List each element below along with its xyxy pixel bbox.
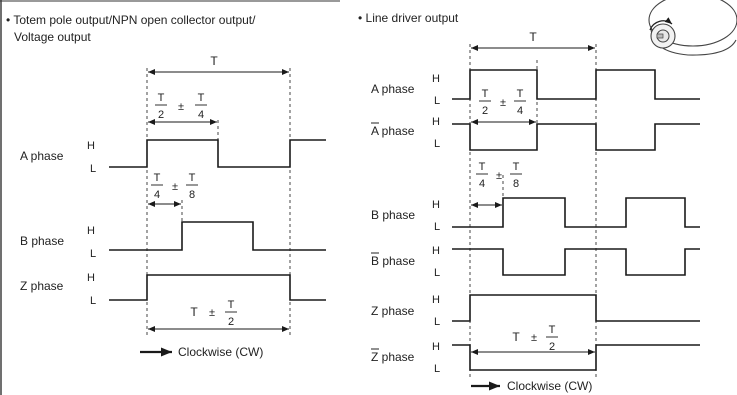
svg-text:T: T [482, 88, 489, 100]
z-width-tolerance: T ± T 2 [512, 324, 558, 353]
svg-text:4: 4 [154, 189, 160, 201]
a-phase-waveform [452, 69, 700, 100]
direction-label: Clockwise (CW) [178, 345, 263, 359]
level-high-label: H [432, 116, 440, 128]
svg-text:±: ± [531, 332, 537, 344]
level-high-label: H [432, 294, 440, 306]
svg-text:T: T [512, 330, 520, 344]
left-heading-line2: Voltage output [14, 30, 91, 44]
direction-label: Clockwise (CW) [507, 379, 592, 393]
z-bar-phase-waveform [452, 344, 700, 371]
level-low-label: L [90, 248, 96, 260]
z-phase-label: Z phase [20, 279, 64, 293]
level-high-label: H [432, 245, 440, 257]
level-low-label: L [434, 363, 440, 375]
b-phase-waveform [452, 197, 700, 228]
z-width-tolerance: T ± T 2 [190, 299, 237, 328]
a-phase-waveform [109, 139, 326, 168]
b-phase-waveform [109, 221, 326, 251]
svg-text:2: 2 [228, 316, 234, 328]
level-low-label: L [434, 95, 440, 107]
a-bar-phase-label: A phase [371, 124, 415, 138]
level-high-label: H [87, 272, 95, 284]
level-high-label: H [87, 225, 95, 237]
level-low-label: L [434, 316, 440, 328]
svg-text:T: T [479, 161, 486, 173]
z-phase-label: Z phase [371, 304, 415, 318]
svg-text:±: ± [209, 307, 215, 319]
svg-text:2: 2 [549, 341, 555, 353]
svg-text:T: T [513, 161, 520, 173]
svg-text:T: T [517, 88, 524, 100]
left-panel: • Totem pole output/NPN open collector o… [6, 13, 326, 359]
quarter-period-tolerance: T 4 ± T 8 [151, 172, 198, 201]
left-heading-line1: • Totem pole output/NPN open collector o… [6, 13, 256, 27]
a-phase-label: A phase [20, 149, 64, 163]
level-low-label: L [434, 267, 440, 279]
svg-text:T: T [190, 305, 198, 319]
z-bar-phase-label: Z phase [371, 350, 415, 364]
svg-text:T: T [549, 324, 556, 336]
a-phase-label: A phase [371, 82, 415, 96]
svg-text:8: 8 [513, 178, 519, 190]
svg-text:T: T [228, 299, 235, 311]
a-bar-phase-waveform [452, 123, 700, 151]
level-low-label: L [90, 163, 96, 175]
svg-text:±: ± [178, 101, 184, 113]
level-low-label: L [434, 138, 440, 150]
half-period-tolerance: T 2 ± T 4 [479, 88, 526, 117]
level-high-label: H [432, 73, 440, 85]
level-low-label: L [434, 221, 440, 233]
svg-text:±: ± [496, 170, 502, 182]
z-phase-waveform [109, 274, 326, 301]
svg-text:2: 2 [482, 105, 488, 117]
svg-text:4: 4 [198, 109, 204, 121]
right-heading: • Line driver output [358, 11, 459, 25]
b-phase-label: B phase [371, 208, 415, 222]
svg-text:2: 2 [158, 109, 164, 121]
quarter-period-tolerance: T 4 ± T 8 [476, 161, 522, 190]
svg-text:T: T [189, 172, 196, 184]
svg-text:±: ± [172, 181, 178, 193]
svg-text:8: 8 [189, 189, 195, 201]
level-high-label: H [432, 199, 440, 211]
svg-text:4: 4 [479, 178, 485, 190]
half-period-tolerance: T 2 ± T 4 [155, 92, 207, 121]
level-high-label: H [432, 341, 440, 353]
svg-text:±: ± [500, 97, 506, 109]
level-high-label: H [87, 140, 95, 152]
period-label: T [210, 54, 218, 68]
b-phase-label: B phase [20, 234, 64, 248]
svg-text:T: T [158, 92, 165, 104]
level-low-label: L [90, 295, 96, 307]
svg-text:T: T [198, 92, 205, 104]
period-label: T [529, 30, 537, 44]
z-phase-waveform [452, 294, 700, 322]
b-bar-phase-waveform [452, 248, 700, 276]
b-bar-phase-label: B phase [371, 254, 415, 268]
svg-text:4: 4 [517, 105, 523, 117]
rotary-encoder-icon [648, 0, 737, 56]
right-panel: • Line driver output T A phase H L T 2 ± [358, 0, 737, 393]
svg-text:T: T [154, 172, 161, 184]
